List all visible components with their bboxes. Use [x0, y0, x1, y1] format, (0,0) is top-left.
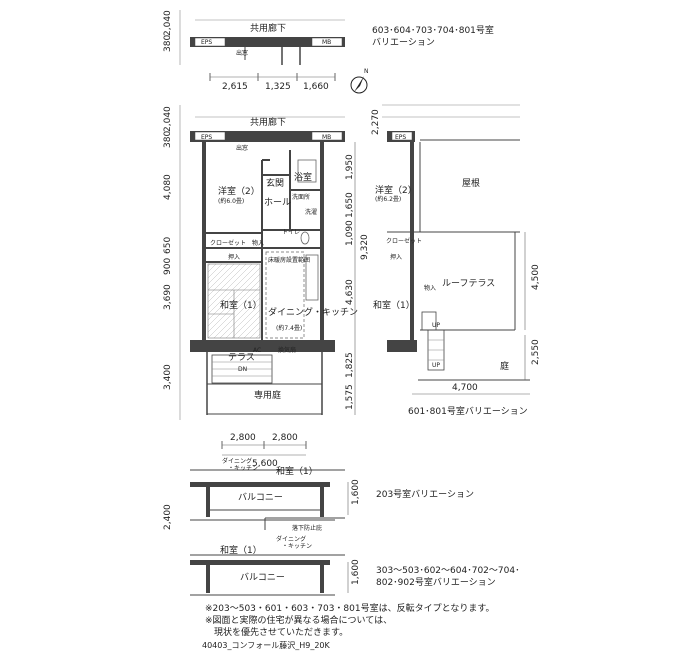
footer-code: 40403_コンフォール藤沢_H9_20K	[202, 641, 330, 650]
right-variant-plan	[382, 104, 530, 395]
svg-text:N: N	[364, 68, 369, 75]
room-wash: 洗面所	[292, 193, 310, 201]
dim-left-3690: 3,690	[163, 284, 173, 310]
var203-dim-2400: 2,400	[163, 504, 173, 530]
dim-bottom-2800-a: 2,800	[230, 433, 256, 443]
right-up-2: UP	[432, 362, 440, 369]
var303-caption-2: 802･902号室バリエーション	[376, 576, 496, 588]
top-mb-label: MB	[322, 39, 331, 46]
room-toilet: トイレ	[282, 229, 300, 236]
ac-label: AC	[253, 347, 261, 354]
dim-left-900: 900	[163, 258, 173, 275]
var203-balcony: バルコニー	[238, 492, 283, 503]
var303-caption-1: 303～503･602～604･702～704･	[376, 566, 520, 576]
var303-dining: ダイニング	[276, 535, 306, 543]
top-dim-bottom-1: 2,615	[222, 82, 248, 92]
room-terrace: テラス	[228, 352, 255, 363]
dim-mid-4630: 4,630	[345, 279, 355, 305]
room-western-2: 洋室（2）	[218, 185, 260, 197]
dim-left-380: 380	[163, 131, 173, 148]
dim-left-2040: 2,040	[163, 106, 173, 132]
north-arrow-icon: N	[350, 68, 369, 94]
right-closet: クローゼット	[386, 237, 422, 245]
dim-bottom-5600: 5,600	[252, 459, 278, 469]
top-dim-left-2: 380	[163, 35, 173, 52]
var303-balcony: バルコニー	[240, 572, 285, 583]
top-strip-plan	[179, 10, 345, 81]
eps-label: EPS	[201, 134, 212, 141]
room-private-garden: 専用庭	[254, 389, 281, 401]
dim-mid-1950: 1,950	[345, 154, 355, 180]
var203-dim-1600: 1,600	[351, 479, 361, 505]
top-variation-line1: 603･604･703･704･801号室	[372, 24, 494, 36]
var203-dining: ダイニング	[222, 457, 252, 465]
main-plan-walls	[179, 105, 356, 456]
var303-kitchen: ・キッチン	[282, 543, 312, 550]
right-roof-terrace: ルーフテラス	[442, 278, 495, 289]
dim-mid-1650: 1,650	[345, 192, 355, 218]
right-room-western-2: 洋室（2）	[375, 184, 417, 196]
right-washitsu: 和室（1）	[373, 299, 415, 311]
room-dining-kitchen: ダイニング・キッチン	[268, 306, 358, 318]
dim-mid-1825: 1,825	[345, 352, 355, 378]
dim-mid-1575: 1,575	[345, 384, 355, 410]
top-dim-bottom-3: 1,660	[303, 82, 329, 92]
dim-left-4080: 4,080	[163, 174, 173, 200]
top-door-label: 出窓	[236, 49, 248, 57]
room-washitsu-1: 和室（1）	[220, 299, 262, 311]
top-eps-label: EPS	[201, 39, 212, 46]
right-room-western-size: (約6.2畳)	[375, 195, 401, 203]
right-dim-2270: 2,270	[371, 109, 381, 135]
room-closet: クローゼット	[210, 239, 246, 247]
right-dim-2550: 2,550	[531, 339, 541, 365]
room-laundry: 洗濯	[305, 208, 317, 216]
top-dim-left-1: 2,040	[163, 10, 173, 36]
right-dim-4700: 4,700	[452, 383, 478, 393]
note-1: ※203～503・601・603・703・801号室は、反転タイプとなります。	[205, 604, 495, 614]
var303-washitsu: 和室（1）	[220, 544, 262, 556]
right-storage: 物入	[424, 284, 436, 292]
room-oshiire: 押入	[228, 253, 240, 261]
right-dim-4500: 4,500	[531, 264, 541, 290]
room-entrance: 玄関	[266, 177, 284, 189]
right-eps-label: EPS	[395, 134, 406, 141]
door-label: 出窓	[236, 144, 248, 152]
dim-mid-1090: 1,090	[345, 220, 355, 246]
right-oshiire: 押入	[390, 253, 402, 261]
room-hall: ホール	[264, 197, 291, 208]
top-variation-line2: バリエーション	[372, 37, 435, 48]
var203-kitchen: ・キッチン	[228, 465, 258, 472]
note-3: 現状を優先させていただきます。	[205, 628, 349, 638]
var303-fall-guard: 落下防止庇	[292, 524, 322, 532]
var203-washitsu: 和室（1）	[276, 465, 318, 477]
mb-label: MB	[322, 134, 331, 141]
var203-plan	[190, 469, 349, 521]
top-corridor-label: 共用廊下	[250, 22, 286, 34]
right-roof: 屋根	[462, 177, 480, 189]
room-floor-heat: 床暖房設置範囲	[268, 256, 310, 264]
note-2: ※図面と実際の住宅が異なる場合については、	[205, 616, 393, 626]
corridor-label: 共用廊下	[250, 116, 286, 128]
top-dim-bottom-2: 1,325	[265, 82, 291, 92]
room-bath: 浴室	[294, 171, 312, 183]
right-garden: 庭	[500, 360, 509, 372]
room-storage: 物入	[252, 239, 264, 247]
var303-plan	[190, 517, 349, 596]
dim-left-3400: 3,400	[163, 364, 173, 390]
room-dining-size: (約7.4畳)	[276, 324, 302, 332]
room-western-2-size: (約6.0畳)	[218, 197, 244, 205]
terrace-dn: DN	[238, 366, 247, 373]
right-up-1: UP	[432, 322, 440, 329]
var303-dim-1600: 1,600	[351, 559, 361, 585]
dim-bottom-2800-b: 2,800	[272, 433, 298, 443]
dim-mid-9320: 9,320	[360, 234, 370, 260]
var203-caption: 203号室バリエーション	[376, 488, 474, 500]
exhaust-label: 換気扇	[278, 346, 296, 354]
dim-left-650: 650	[163, 237, 173, 254]
right-caption: 601･801号室バリエーション	[408, 405, 528, 417]
